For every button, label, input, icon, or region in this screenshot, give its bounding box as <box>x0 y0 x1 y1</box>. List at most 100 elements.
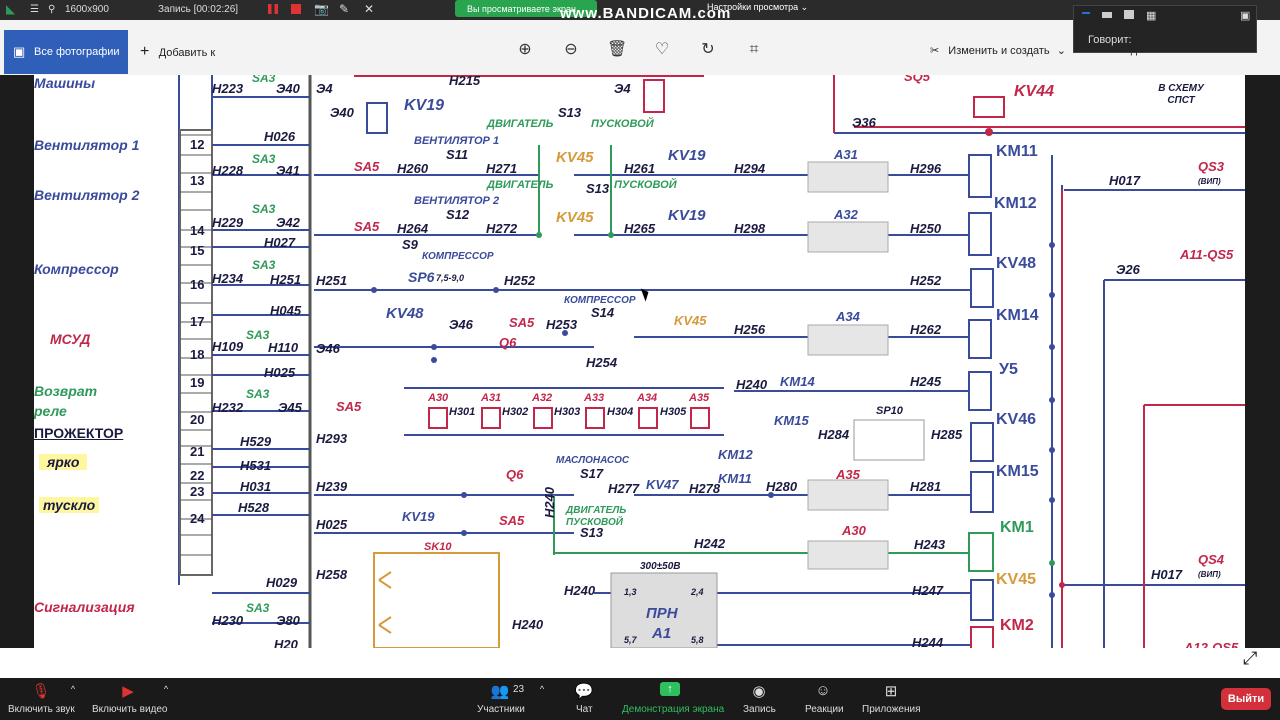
participants-icon[interactable]: 👥 <box>490 683 510 700</box>
chat-label[interactable]: Чат <box>576 704 593 715</box>
pin-icon[interactable]: ⚲ <box>48 4 56 15</box>
h301-label: Н301 <box>449 406 476 418</box>
video-label[interactable]: Включить видео <box>92 704 168 715</box>
a31-label: А31 <box>834 147 858 162</box>
h272-label: Н272 <box>486 221 518 236</box>
resolution-text: 1600x900 <box>65 4 109 15</box>
chevron-up-icon[interactable]: ^ <box>163 684 169 694</box>
h242-label: Н242 <box>694 536 726 551</box>
stop-icon[interactable] <box>291 4 301 14</box>
chevron-up-icon[interactable]: ^ <box>70 684 76 694</box>
coil-label: KM15 <box>996 463 1039 480</box>
label-compressor: Компрессор <box>34 261 119 277</box>
apps-icon[interactable]: ⊞ <box>884 683 898 700</box>
reactions-icon[interactable]: ☺ <box>815 682 831 699</box>
h271-label: Н271 <box>486 161 518 176</box>
view-gallery-icon[interactable]: ▦ <box>1146 10 1157 22</box>
pause-icon[interactable] <box>268 4 278 14</box>
all-photos-button[interactable]: ▣ Все фотографии <box>4 30 128 74</box>
km11-label: KM11 <box>718 471 752 486</box>
qs3-label: QS3 <box>1198 159 1225 174</box>
h260-label: Н260 <box>397 161 429 176</box>
mic-muted-icon[interactable]: 🎙 <box>31 683 51 700</box>
zoom-in-icon[interactable]: ⊕ <box>518 41 532 58</box>
kv45-label: KV45 <box>674 313 707 328</box>
h240-label: Н240 <box>512 617 544 632</box>
a35-label: А35 <box>689 392 710 404</box>
wire-label: Н230 <box>212 613 244 628</box>
wire-label: Н110 <box>268 340 299 355</box>
vip-label: (ВИП) <box>1198 570 1221 579</box>
exit-fullscreen-icon[interactable]: ▣ <box>1240 10 1251 22</box>
h277-label: Н277 <box>608 481 640 496</box>
share-screen-icon[interactable]: ↑ <box>660 682 680 696</box>
s17-label: S17 <box>580 466 604 481</box>
sa5-label: SA5 <box>499 513 525 528</box>
camera-icon[interactable]: 📷 <box>314 2 329 16</box>
reactions-label[interactable]: Реакции <box>805 704 844 715</box>
view-settings-button[interactable]: Настройки просмотра ⌄ <box>707 2 809 12</box>
wire-label: Э4 <box>316 81 333 96</box>
h253-label: Н253 <box>546 317 578 332</box>
record-label[interactable]: Запись <box>743 704 776 715</box>
view-strip-icon[interactable] <box>1102 12 1112 18</box>
add-to-button[interactable]: + Добавить к <box>140 43 215 61</box>
a32-label: А32 <box>834 207 858 222</box>
rotate-icon[interactable]: ↻ <box>701 41 715 58</box>
viewer-bottom-margin <box>0 648 1280 678</box>
participants-label[interactable]: Участники <box>477 704 525 715</box>
a12-qs5-label: А12-QS5 <box>1184 640 1239 648</box>
sk10-label: SK10 <box>424 541 452 553</box>
h265-label: Н265 <box>624 221 656 236</box>
s13-label: S13 <box>558 105 582 120</box>
bandicam-watermark: www.BANDICAM.com <box>560 5 732 22</box>
menu-icon[interactable]: ☰ <box>30 4 39 15</box>
coil-label: KV48 <box>996 255 1037 272</box>
expand-icon[interactable]: ⤢ <box>1243 648 1258 668</box>
h303-label: Н303 <box>554 406 581 418</box>
sa3-label: SA3 <box>246 601 270 615</box>
coil-label: KM1 <box>1000 519 1034 536</box>
sp6-label: SP6 <box>408 269 435 285</box>
coil-label: KM12 <box>994 195 1037 212</box>
coil-label: KV45 <box>996 571 1037 588</box>
kv47-label: KV47 <box>646 477 679 492</box>
zoom-out-icon[interactable]: ⊖ <box>564 41 578 58</box>
viewing-banner: Вы просматриваете экран <box>455 0 597 17</box>
q6-label: Q6 <box>506 467 524 482</box>
label-fan1: Вентилятор 1 <box>34 137 140 153</box>
delete-icon[interactable]: 🗑 <box>607 41 628 58</box>
wire-label: Н223 <box>212 81 244 96</box>
pen-icon[interactable]: ✎ <box>339 2 350 16</box>
compressor-label: КОМПРЕССОР <box>564 295 636 306</box>
mute-label[interactable]: Включить звук <box>8 704 75 715</box>
edit-create-button[interactable]: ✂ Изменить и создать ⌄ <box>930 44 1066 57</box>
close-icon[interactable]: ✕ <box>364 2 375 16</box>
km12-label: KM12 <box>718 447 753 462</box>
pin-label: 1,3 <box>624 587 637 597</box>
s14-label: S14 <box>591 305 615 320</box>
apps-label[interactable]: Приложения <box>862 704 921 715</box>
favorite-icon[interactable]: ♡ <box>654 41 670 58</box>
wire-label: Н031 <box>240 479 272 494</box>
h245-label: Н245 <box>910 374 942 389</box>
view-speaker-icon[interactable] <box>1124 10 1134 19</box>
label-machines: Машины <box>34 75 96 91</box>
sa3-label: SA3 <box>246 387 270 401</box>
view-minimize-icon[interactable] <box>1082 12 1090 14</box>
video-off-icon[interactable]: ▶ <box>122 683 134 700</box>
crop-icon[interactable]: ⌗ <box>749 41 759 58</box>
wire-label: Н025 <box>316 517 348 532</box>
h305-label: Н305 <box>660 406 687 418</box>
chevron-up-icon[interactable]: ^ <box>539 684 545 694</box>
kv48-label: KV48 <box>386 305 424 322</box>
sa3-label: SA3 <box>252 152 276 166</box>
exit-button[interactable]: Выйти <box>1221 688 1271 710</box>
chat-icon[interactable]: 💬 <box>574 683 594 700</box>
share-screen-label[interactable]: Демонстрация экрана <box>622 704 725 715</box>
engine-label: ДВИГАТЕЛЬ <box>487 118 554 130</box>
record-icon[interactable]: ◉ <box>752 683 766 700</box>
h240-label: Н240 <box>736 377 768 392</box>
qs4-label: QS4 <box>1198 552 1225 567</box>
h302-label: Н302 <box>502 406 529 418</box>
